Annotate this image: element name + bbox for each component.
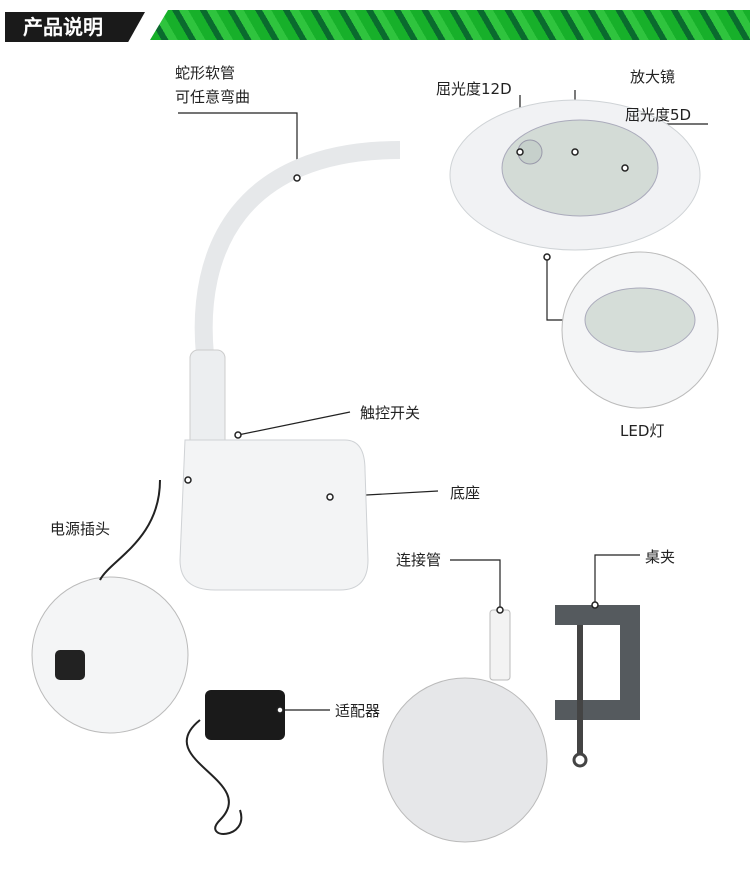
label-desk-clamp: 桌夹	[645, 548, 676, 566]
label-connector-tube: 连接管	[396, 551, 442, 569]
label-power-plug: 电源插头	[50, 520, 111, 538]
section-title: 产品说明	[5, 12, 145, 42]
label-magnifier: 放大镜	[630, 68, 676, 86]
label-adapter: 适配器	[335, 702, 381, 720]
label-diopter-12d: 屈光度12D	[436, 80, 512, 98]
decorative-band	[150, 10, 750, 40]
label-base: 底座	[450, 484, 481, 502]
label-touch-switch: 触控开关	[360, 404, 421, 422]
label-hose: 蛇形软管	[175, 64, 236, 82]
label-hose-bendable: 可任意弯曲	[175, 88, 251, 106]
label-led: LED灯	[620, 422, 665, 440]
label-diopter-5d: 屈光度5D	[625, 106, 692, 124]
